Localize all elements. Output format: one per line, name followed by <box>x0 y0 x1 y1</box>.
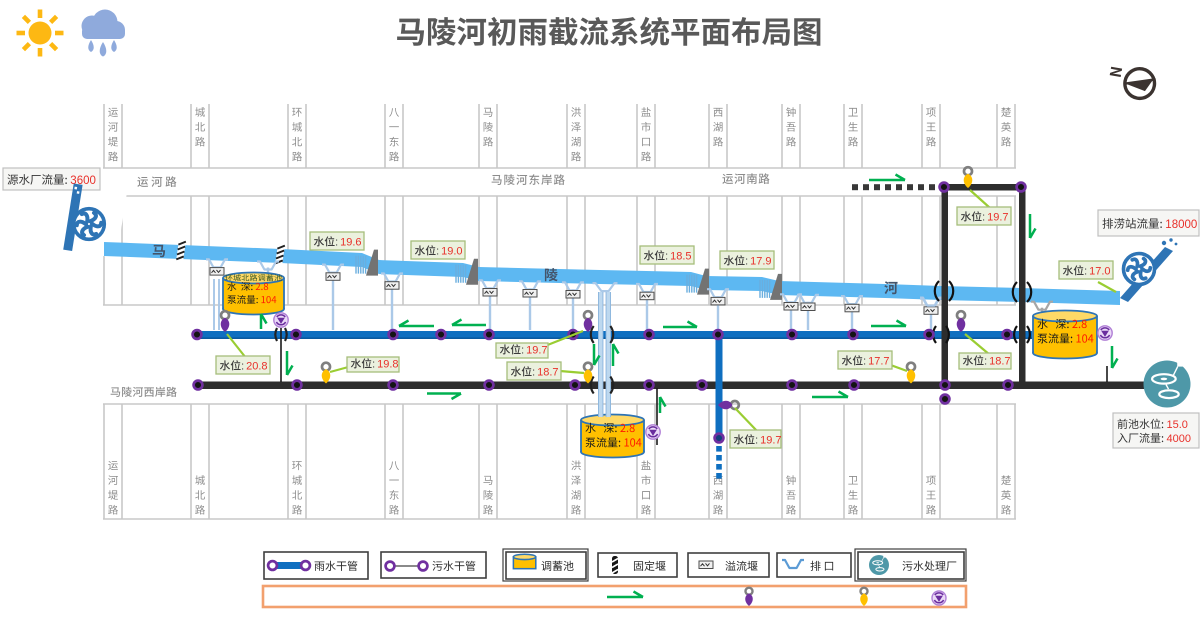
svg-text::: : <box>241 361 244 373</box>
svg-text:19.7: 19.7 <box>987 212 1008 224</box>
svg-text::: : <box>863 356 866 368</box>
svg-text:19.8: 19.8 <box>377 359 398 371</box>
svg-text::: : <box>335 237 338 249</box>
svg-text::: : <box>984 356 987 368</box>
svg-text:17.0: 17.0 <box>1089 266 1110 278</box>
svg-text:17.7: 17.7 <box>868 356 889 368</box>
svg-text:19.6: 19.6 <box>340 237 361 249</box>
svg-text:18.7: 18.7 <box>537 367 558 379</box>
svg-text:20.8: 20.8 <box>246 361 267 373</box>
svg-text:17.9: 17.9 <box>750 256 771 268</box>
svg-text:19.7: 19.7 <box>526 345 547 357</box>
svg-text::: : <box>665 251 668 263</box>
svg-text::: : <box>521 345 524 357</box>
svg-text::: : <box>982 212 985 224</box>
svg-text::: : <box>372 359 375 371</box>
svg-text::: : <box>436 246 439 258</box>
svg-text:15.0: 15.0 <box>1167 419 1188 431</box>
svg-text:4000: 4000 <box>1167 433 1191 445</box>
svg-text:18.7: 18.7 <box>989 356 1010 368</box>
svg-text::: : <box>745 256 748 268</box>
svg-text:18000: 18000 <box>1165 219 1197 231</box>
svg-text::: : <box>755 435 758 447</box>
svg-text:3600: 3600 <box>70 175 96 187</box>
svg-text:19.0: 19.0 <box>441 246 462 258</box>
svg-text::: : <box>532 367 535 379</box>
svg-text:18.5: 18.5 <box>670 251 691 263</box>
svg-text::: : <box>1084 266 1087 278</box>
svg-text:19.7: 19.7 <box>760 435 781 447</box>
